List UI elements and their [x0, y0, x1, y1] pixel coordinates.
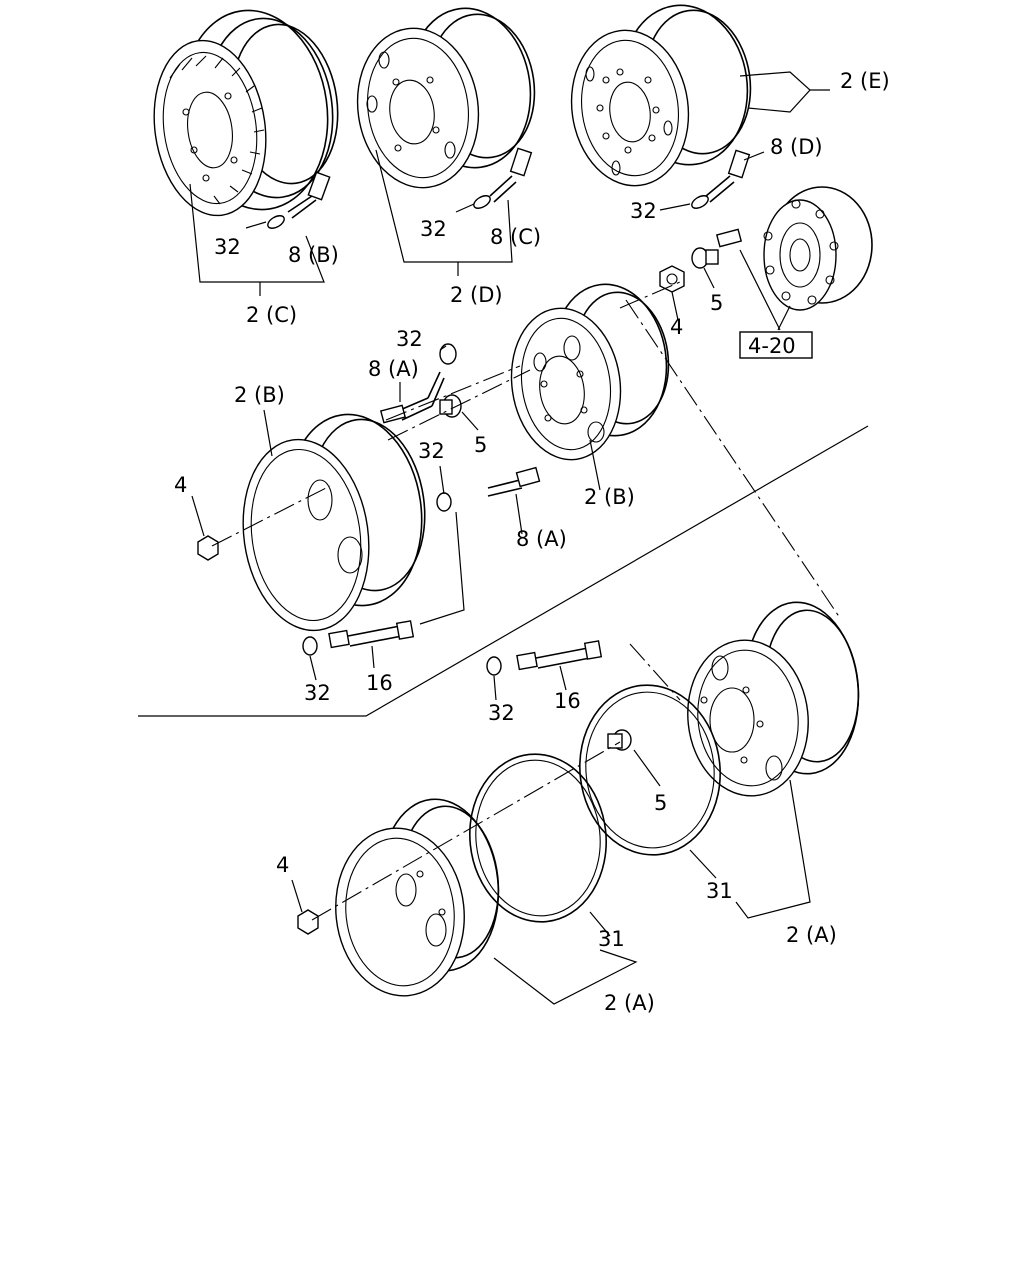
- callout-8c: 8 (C): [490, 225, 541, 249]
- cap-32-b-mid: [436, 492, 452, 512]
- cap-32-b-top: [439, 343, 457, 365]
- callout-2a-bottom: 2 (A): [604, 991, 655, 1015]
- valve-8b: [287, 171, 331, 219]
- valve-8d: [705, 149, 751, 203]
- cap-32-d: [473, 195, 491, 209]
- valve-5-mid: [439, 394, 462, 418]
- separator-line: [138, 425, 869, 717]
- stud-bolt: [715, 228, 743, 248]
- callout-ref-4-20: 4-20: [748, 334, 796, 358]
- callout-4-left: 4: [174, 473, 187, 497]
- callout-2b-right: 2 (B): [584, 485, 635, 509]
- valve-8a-bottom: [487, 466, 541, 497]
- callout-2d: 2 (D): [450, 283, 503, 307]
- callout-2a-right: 2 (A): [786, 923, 837, 947]
- cap-32-right: [486, 656, 502, 676]
- wheel-2b-right: [510, 283, 670, 461]
- callout-4-bottom: 4: [276, 853, 289, 877]
- callout-32-b-top: 32: [396, 327, 423, 351]
- ring-31-right: [579, 684, 721, 856]
- leader-lines: [189, 71, 830, 1005]
- callout-31-right: 31: [706, 879, 733, 903]
- callout-2e: 2 (E): [840, 69, 890, 93]
- callout-32-b-mid: 32: [418, 439, 445, 463]
- wheel-2a-right: [687, 601, 860, 797]
- ref-box-4-20: [739, 331, 813, 359]
- callout-16-right: 16: [554, 689, 581, 713]
- cap-32-e: [691, 195, 709, 209]
- wheel-2e: [570, 4, 752, 187]
- cap-32-c: [267, 215, 285, 229]
- center-lines: [211, 281, 841, 921]
- wheel-2b-left: [242, 413, 426, 632]
- callout-31-left: 31: [598, 927, 625, 951]
- callout-2c: 2 (C): [246, 303, 297, 327]
- callout-5-mid: 5: [474, 433, 487, 457]
- ring-31-left: [469, 753, 607, 923]
- callout-2b-left: 2 (B): [234, 383, 285, 407]
- callout-32-c: 32: [214, 235, 241, 259]
- valve-8c: [489, 147, 533, 203]
- nut-4-top: [659, 265, 685, 293]
- extension-16-right: [516, 640, 603, 671]
- cap-32-left: [302, 636, 318, 656]
- nut-4-left: [197, 535, 219, 561]
- valve-8a-top: [379, 371, 445, 424]
- callout-32-left: 32: [304, 681, 331, 705]
- callout-32-d: 32: [420, 217, 447, 241]
- wheel-2a-bottom: [335, 798, 500, 997]
- extension-16-left: [328, 620, 415, 649]
- callout-16-left: 16: [366, 671, 393, 695]
- hub-assembly: [763, 186, 873, 311]
- valve-5-low: [607, 729, 632, 751]
- callout-5-top: 5: [710, 291, 723, 315]
- callout-4-top: 4: [670, 315, 683, 339]
- wheel-2d: [356, 7, 536, 189]
- callout-5-low: 5: [654, 791, 667, 815]
- wheel-2c: [153, 9, 339, 217]
- callout-8b: 8 (B): [288, 243, 339, 267]
- callout-32-right: 32: [488, 701, 515, 725]
- callout-32-e: 32: [630, 199, 657, 223]
- callout-8a-bottom: 8 (A): [516, 527, 567, 551]
- valve-5-top: [691, 247, 719, 269]
- nut-4-bottom: [297, 909, 319, 935]
- callout-8d: 8 (D): [770, 135, 823, 159]
- callout-8a-top: 8 (A): [368, 357, 419, 381]
